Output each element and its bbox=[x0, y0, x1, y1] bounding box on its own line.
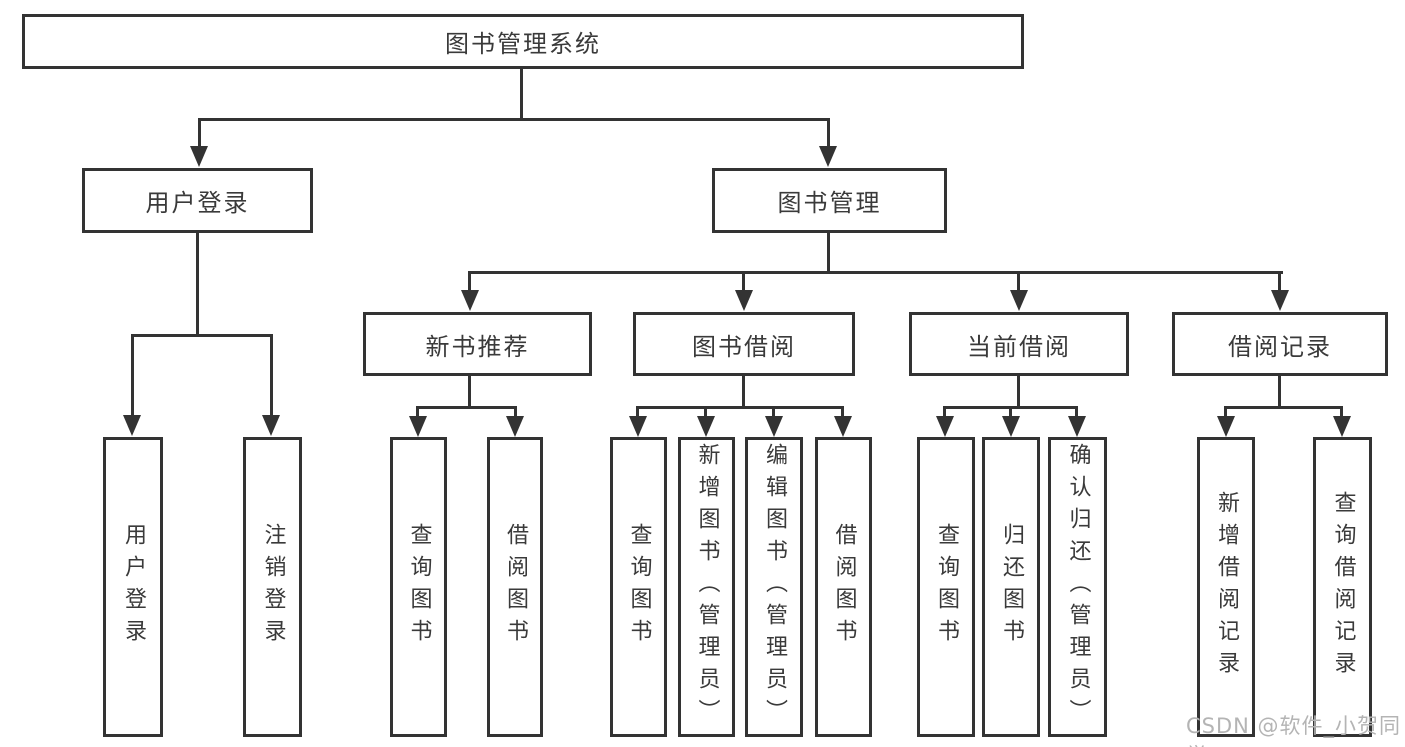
leaf-edit-book-admin-label: 编辑图书（管理员） bbox=[762, 443, 787, 731]
leaf-logout: 注销登录 bbox=[243, 437, 302, 737]
connector-line bbox=[198, 118, 830, 121]
connector-line bbox=[416, 406, 517, 409]
connector-line bbox=[468, 376, 471, 409]
connector-line bbox=[841, 406, 844, 417]
leaf-confirm-return-admin-label: 确认归还（管理员） bbox=[1065, 443, 1091, 731]
node-book-borrow-label: 图书借阅 bbox=[692, 332, 796, 361]
connector-line bbox=[1017, 376, 1020, 409]
leaf-add-borrow-record: 新增借阅记录 bbox=[1197, 437, 1255, 737]
arrow-down-icon bbox=[629, 416, 647, 437]
leaf-add-borrow-record-label: 新增借阅记录 bbox=[1214, 491, 1239, 683]
connector-line bbox=[131, 334, 134, 416]
node-borrow-record: 借阅记录 bbox=[1172, 312, 1388, 376]
connector-line bbox=[1340, 406, 1343, 417]
arrow-down-icon bbox=[735, 290, 753, 311]
arrow-down-icon bbox=[697, 416, 715, 437]
connector-line bbox=[704, 406, 707, 417]
leaf-return-book-label: 归还图书 bbox=[999, 523, 1024, 651]
leaf-return-book: 归还图书 bbox=[982, 437, 1040, 737]
connector-line bbox=[468, 271, 471, 292]
leaf-borrow-query-book-label: 查询图书 bbox=[626, 523, 652, 651]
node-book-borrow: 图书借阅 bbox=[633, 312, 855, 376]
leaf-user-login-label: 用户登录 bbox=[121, 523, 146, 651]
connector-line bbox=[742, 376, 745, 409]
connector-line bbox=[1017, 271, 1020, 292]
leaf-newbook-query-book: 查询图书 bbox=[390, 437, 447, 737]
node-new-book-recommend-label: 新书推荐 bbox=[425, 332, 530, 361]
connector-line bbox=[1224, 406, 1227, 417]
node-new-book-recommend: 新书推荐 bbox=[363, 312, 592, 376]
arrow-down-icon bbox=[819, 146, 837, 167]
leaf-query-borrow-record: 查询借阅记录 bbox=[1313, 437, 1372, 737]
arrow-down-icon bbox=[190, 146, 208, 167]
connector-line bbox=[514, 406, 517, 417]
connector-line bbox=[943, 406, 946, 417]
connector-line bbox=[520, 69, 523, 119]
leaf-edit-book-admin: 编辑图书（管理员） bbox=[745, 437, 803, 737]
connector-line bbox=[636, 406, 844, 409]
arrow-down-icon bbox=[506, 416, 524, 437]
connector-line bbox=[1075, 406, 1078, 417]
connector-line bbox=[772, 406, 775, 417]
node-library-system: 图书管理系统 bbox=[22, 14, 1024, 69]
arrow-down-icon bbox=[1271, 290, 1289, 311]
arrow-down-icon bbox=[834, 416, 852, 437]
connector-line bbox=[827, 118, 830, 147]
node-book-management: 图书管理 bbox=[712, 168, 947, 233]
node-book-management-label: 图书管理 bbox=[777, 189, 882, 217]
connector-line bbox=[196, 233, 199, 336]
leaf-newbook-query-book-label: 查询图书 bbox=[406, 523, 432, 651]
connector-line bbox=[1278, 271, 1281, 292]
arrow-down-icon bbox=[1333, 416, 1351, 437]
leaf-newbook-borrow-book-label: 借阅图书 bbox=[503, 523, 528, 651]
node-current-borrow: 当前借阅 bbox=[909, 312, 1129, 376]
arrow-down-icon bbox=[936, 416, 954, 437]
node-library-system-label: 图书管理系统 bbox=[445, 30, 601, 58]
leaf-add-book-admin: 新增图书（管理员） bbox=[678, 437, 735, 737]
leaf-borrow-query-book: 查询图书 bbox=[610, 437, 667, 737]
leaf-query-borrow-record-label: 查询借阅记录 bbox=[1330, 491, 1356, 683]
connector-line bbox=[468, 271, 1283, 274]
leaf-newbook-borrow-book: 借阅图书 bbox=[487, 437, 543, 737]
leaf-add-book-admin-label: 新增图书（管理员） bbox=[694, 443, 720, 731]
leaf-current-query-book-label: 查询图书 bbox=[934, 523, 959, 651]
leaf-confirm-return-admin: 确认归还（管理员） bbox=[1048, 437, 1107, 737]
connector-line bbox=[742, 271, 745, 292]
leaf-borrow-borrow-book-label: 借阅图书 bbox=[831, 523, 857, 651]
arrow-down-icon bbox=[409, 416, 427, 437]
watermark: CSDN @软件_小贺同学 bbox=[1186, 714, 1402, 747]
node-current-borrow-label: 当前借阅 bbox=[967, 332, 1071, 361]
arrow-down-icon bbox=[123, 415, 141, 436]
leaf-user-login: 用户登录 bbox=[103, 437, 163, 737]
connector-line bbox=[1009, 406, 1012, 417]
leaf-logout-label: 注销登录 bbox=[260, 523, 286, 651]
connector-line bbox=[1278, 376, 1281, 409]
node-user-login-label: 用户登录 bbox=[145, 189, 250, 217]
connector-line bbox=[131, 334, 273, 337]
node-borrow-record-label: 借阅记录 bbox=[1228, 332, 1332, 361]
connector-line bbox=[636, 406, 639, 417]
connector-line bbox=[416, 406, 419, 417]
arrow-down-icon bbox=[765, 416, 783, 437]
leaf-borrow-borrow-book: 借阅图书 bbox=[815, 437, 872, 737]
connector-line bbox=[270, 334, 273, 416]
node-user-login: 用户登录 bbox=[82, 168, 313, 233]
arrow-down-icon bbox=[461, 290, 479, 311]
leaf-current-query-book: 查询图书 bbox=[917, 437, 975, 737]
arrow-down-icon bbox=[262, 415, 280, 436]
connector-line bbox=[198, 118, 201, 147]
arrow-down-icon bbox=[1068, 416, 1086, 437]
connector-line bbox=[1224, 406, 1343, 409]
arrow-down-icon bbox=[1217, 416, 1235, 437]
connector-line bbox=[827, 233, 830, 273]
arrow-down-icon bbox=[1002, 416, 1020, 437]
arrow-down-icon bbox=[1010, 290, 1028, 311]
